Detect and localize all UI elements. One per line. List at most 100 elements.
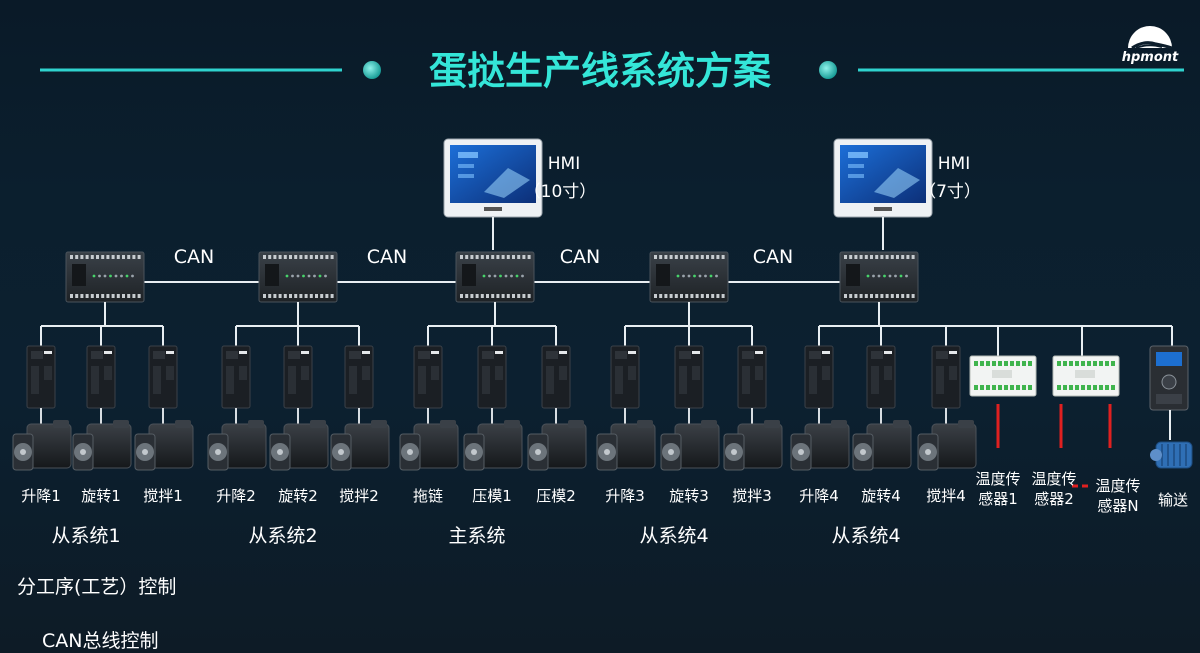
servo-display: [288, 351, 300, 359]
servo-label: [362, 351, 370, 354]
hmi-screen-graphic: [874, 168, 920, 198]
plc-terminal: [517, 294, 521, 298]
plc-terminal: [700, 255, 704, 259]
servo-connector: [31, 366, 39, 394]
device-label: 压模1: [472, 487, 512, 505]
sensor-module-terminal: [1069, 385, 1073, 390]
servo-display: [871, 351, 883, 359]
plc-terminal: [664, 255, 668, 259]
plc-terminal: [460, 255, 463, 259]
group-label-4: 从系统4: [639, 525, 708, 547]
plc-terminal: [512, 294, 515, 298]
branch-group-3: [427, 302, 557, 346]
sensor-module-terminal: [974, 361, 978, 366]
servo-unit: 旋转4: [852, 345, 912, 505]
can-label-4: CAN: [753, 246, 793, 268]
plc-terminal: [465, 294, 469, 298]
plc-terminal: [299, 294, 303, 298]
plc-terminal: [278, 294, 282, 298]
servo-motor-connector: [310, 420, 326, 428]
plc-terminal: [480, 255, 484, 259]
servo-motor-shaft: [925, 449, 931, 455]
hmi-panel-2: HMI （7寸）: [833, 138, 981, 250]
sensor-module-terminal: [1063, 361, 1067, 366]
servo-connector: [546, 366, 554, 394]
plc-terminal: [501, 294, 505, 298]
hmi-size: （10寸）: [524, 182, 597, 202]
servo-label: [166, 351, 174, 354]
sensor-module-terminal: [986, 385, 990, 390]
servo-motor-shaft: [604, 449, 610, 455]
group-label-2: 从系统2: [248, 525, 317, 547]
plc-terminal: [304, 255, 308, 259]
plc-terminal: [501, 255, 505, 259]
plc-terminal: [325, 294, 329, 298]
plc-led: [114, 274, 118, 278]
plc-terminal: [721, 255, 725, 259]
sensor-module-terminal: [1069, 361, 1073, 366]
plc-terminal: [659, 294, 663, 298]
sensor-label-line2-2: 感器2: [1034, 490, 1074, 508]
servo-motor-body: [26, 423, 72, 469]
servo-connector: [239, 366, 247, 380]
sensor-label-line1-2: 温度传: [1031, 470, 1076, 488]
servo-connector: [288, 366, 296, 394]
vfd-display: [1156, 352, 1182, 366]
plc-terminal: [680, 255, 683, 259]
temperature-module-2: [1052, 355, 1120, 397]
group-label-1: 从系统1: [51, 525, 120, 547]
servo-unit: 升降3: [596, 345, 656, 505]
servo-connector: [628, 366, 636, 380]
servo-unit: 旋转1: [72, 345, 132, 505]
plc-terminal: [496, 255, 500, 259]
plc-terminal: [278, 255, 282, 259]
plc-led: [899, 274, 903, 278]
plc-terminal: [706, 255, 709, 259]
plc-terminal: [870, 255, 873, 259]
device-label: 旋转3: [669, 487, 709, 505]
plc-terminal: [294, 294, 298, 298]
plc-terminal: [522, 255, 526, 259]
sensor-module-terminal: [1075, 385, 1079, 390]
plc-terminal: [90, 255, 94, 259]
plc-led: [693, 274, 696, 278]
plc-terminal: [330, 255, 334, 259]
plc-port: [265, 264, 279, 286]
plc-terminal: [70, 255, 73, 259]
plc-terminal: [85, 294, 89, 298]
servo-motor-connector: [764, 420, 780, 428]
device-label: 压模2: [536, 487, 576, 505]
hmi-screen-ui: [458, 152, 478, 158]
device-label: 搅拌4: [926, 487, 966, 505]
plc-terminal: [674, 294, 678, 298]
servo-display: [418, 351, 430, 359]
servo-motor-shaft: [338, 449, 344, 455]
plc-terminal: [315, 294, 318, 298]
servo-motor-body: [674, 423, 720, 469]
plc-terminal: [111, 255, 115, 259]
plc-terminal: [685, 294, 689, 298]
plc-terminal: [674, 255, 678, 259]
servo-connector: [692, 366, 700, 380]
sensor-module-terminal: [1081, 361, 1085, 366]
servo-motor-shaft: [407, 449, 413, 455]
sensor-module-terminal: [1111, 385, 1115, 390]
plc-terminal: [116, 294, 120, 298]
servo-motor-body: [344, 423, 390, 469]
plc-terminal: [96, 255, 99, 259]
plc-terminal: [299, 255, 303, 259]
plc-terminal: [669, 294, 673, 298]
hmi-size: （7寸）: [919, 182, 981, 202]
servo-motor-connector: [701, 420, 717, 428]
plc-led: [318, 274, 322, 278]
branch-group-1: [40, 302, 164, 346]
hmi-name: HMI: [938, 154, 970, 174]
plc-port: [846, 264, 860, 286]
servo-connector: [44, 366, 52, 380]
sensor-label-line2-1: 感器1: [978, 490, 1018, 508]
sensor-module-terminal: [998, 385, 1002, 390]
plc-terminal: [283, 294, 287, 298]
plc-terminal: [870, 294, 873, 298]
servo-unit: 旋转3: [660, 345, 720, 505]
plc-led: [510, 274, 513, 278]
